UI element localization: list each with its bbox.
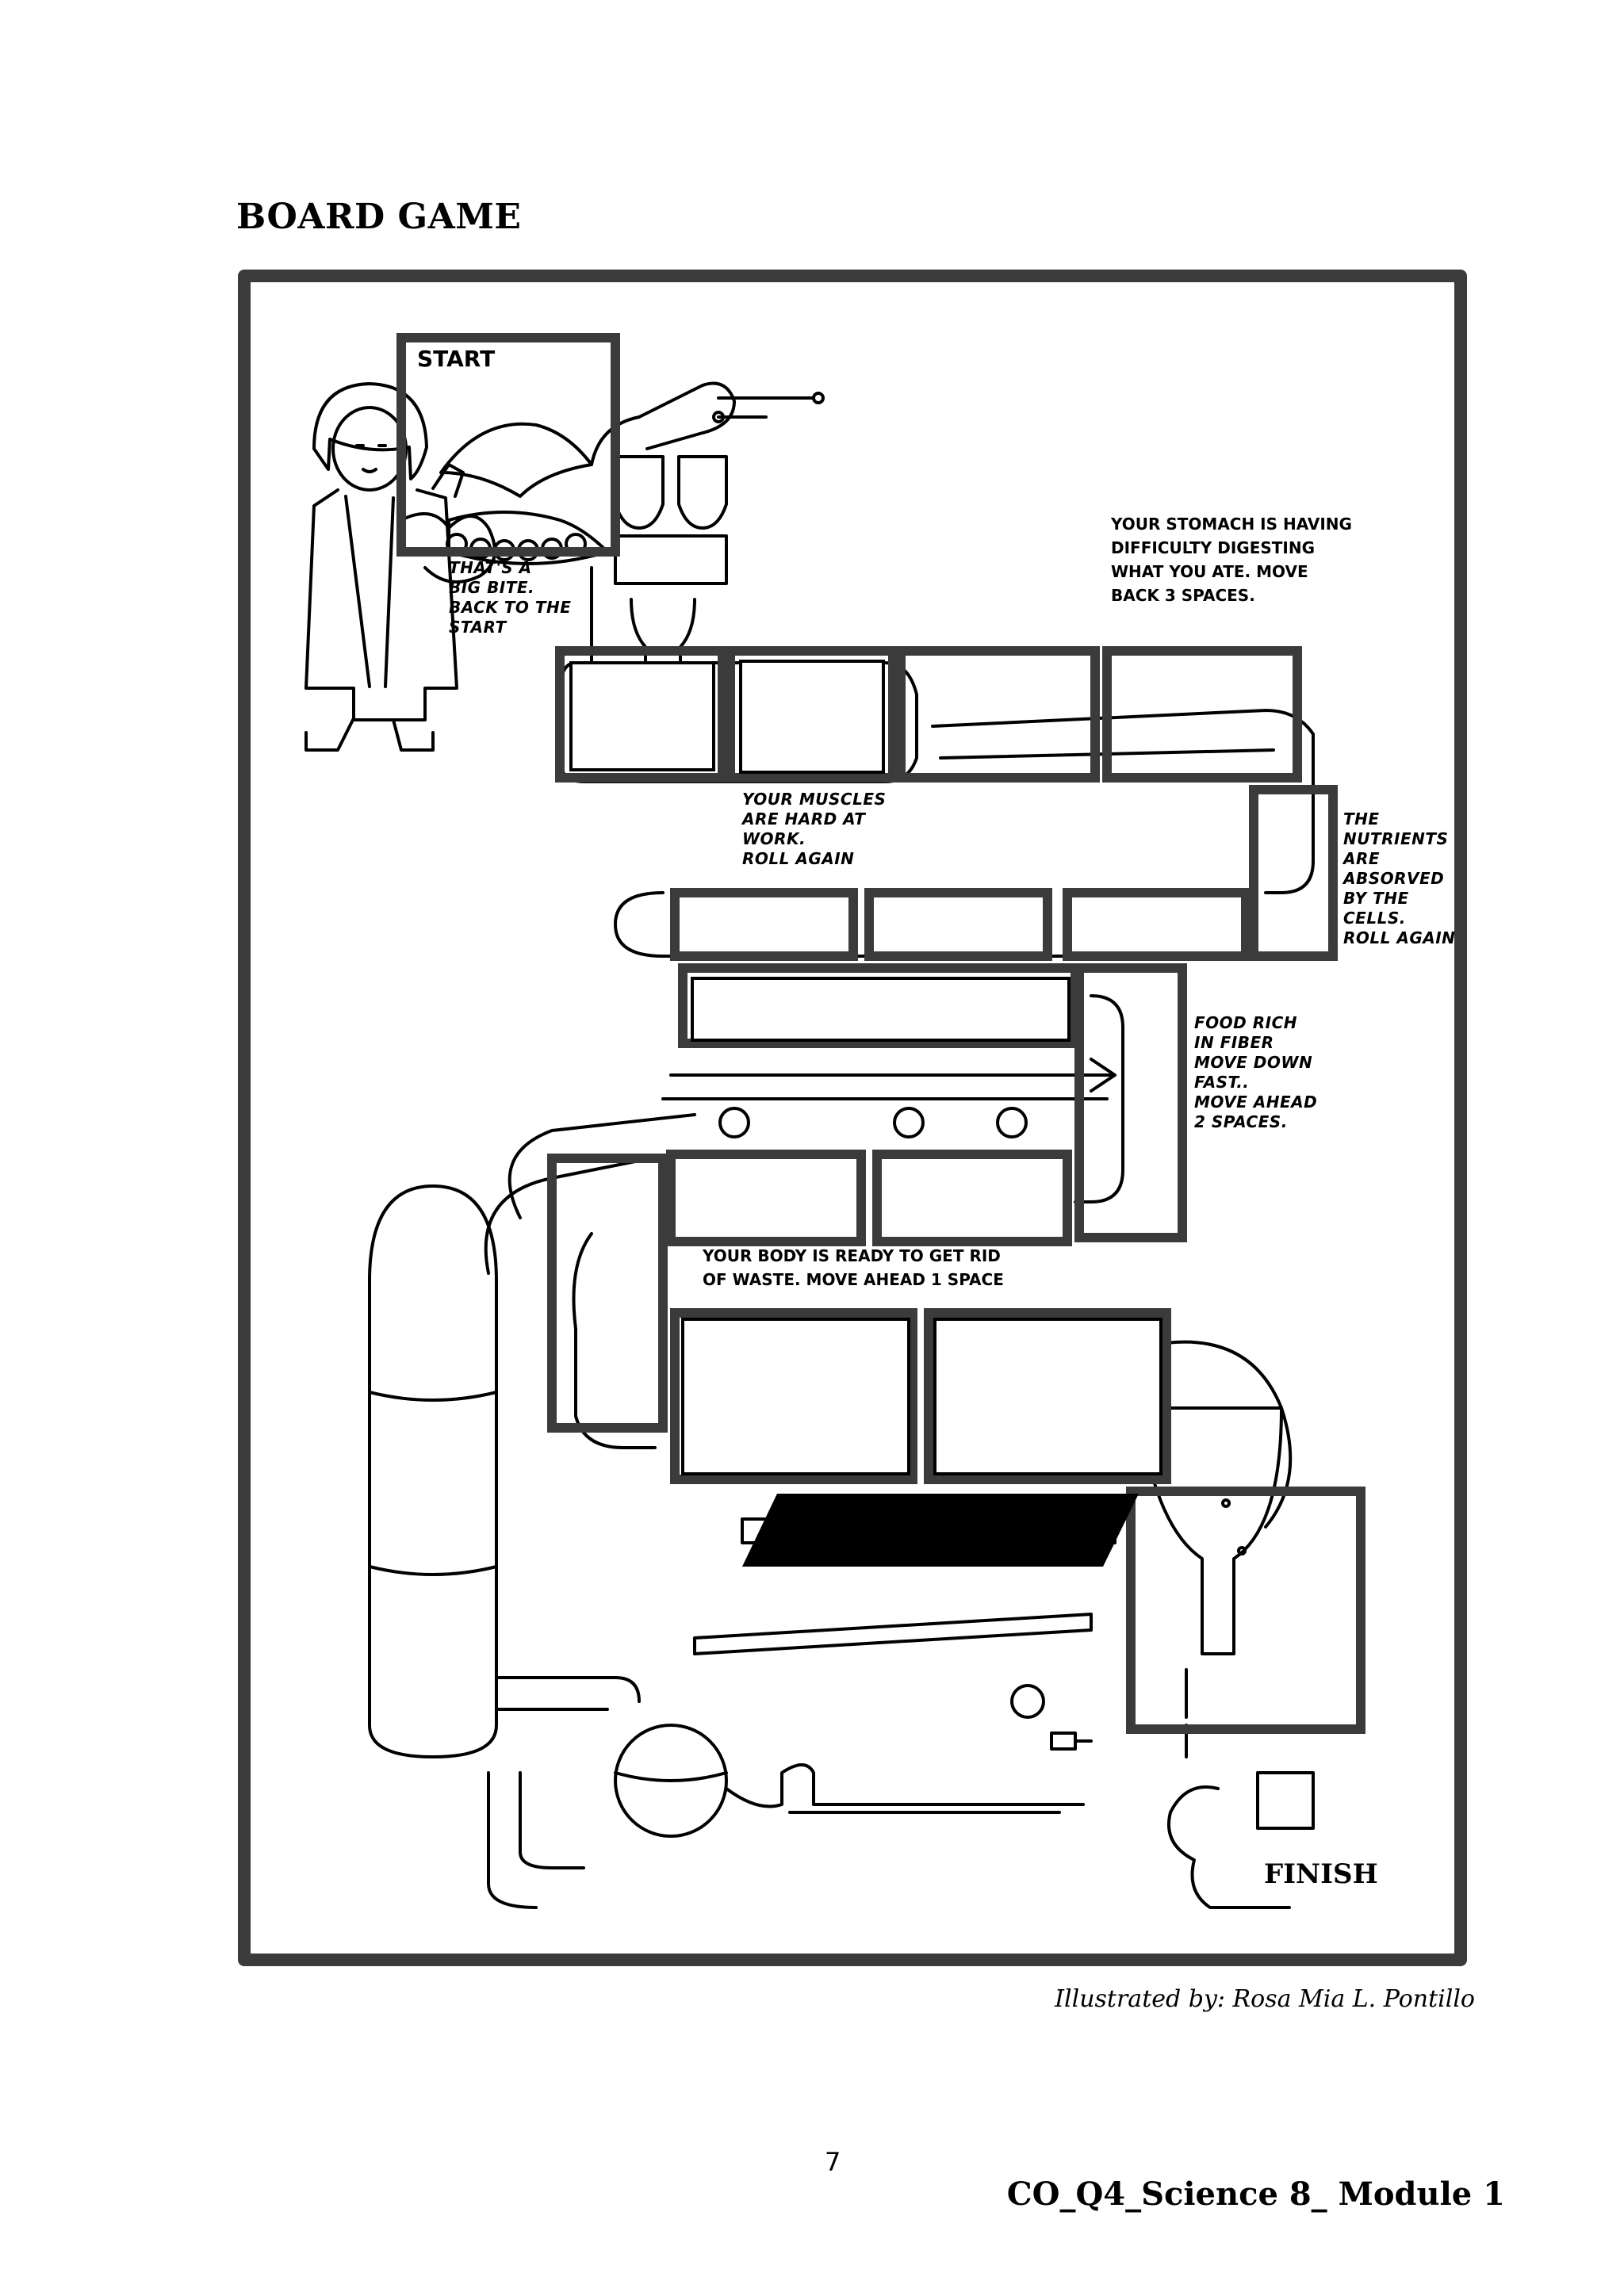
board-space-8 (1063, 888, 1251, 961)
water-line (725, 1763, 1085, 1814)
storage-tank (368, 1184, 498, 1758)
round-flask (614, 1724, 728, 1838)
space-text-muscles: YOUR MUSCLES ARE HARD AT WORK. ROLL AGAI… (742, 790, 887, 868)
board-space-5 (1249, 785, 1338, 961)
blank-space-3 (691, 977, 1071, 1042)
page-number: 7 (825, 2147, 841, 2177)
space-text-stomach: YOUR STOMACH IS HAVING DIFFICULTY DIGEST… (1111, 515, 1352, 605)
space-text-waste: YOUR BODY IS READY TO GET RID OF WASTE. … (703, 1246, 1004, 1289)
slide-tray (693, 1613, 1093, 1655)
board-space-7 (864, 888, 1052, 961)
board-space-1 (555, 646, 727, 783)
lower-pipes (495, 1676, 641, 1711)
space-text-nutrients: THE NUTRIENTS ARE ABSORVED BY THE CELLS.… (1343, 809, 1462, 947)
board-space-15 (924, 1308, 1171, 1484)
start-label: START (417, 346, 496, 372)
board-space-start (396, 333, 620, 557)
board-space-13 (547, 1154, 668, 1433)
space-text-big-bite: THAT'S A BIG BITE. BACK TO THE START (449, 558, 572, 637)
intestine-loop-1 (614, 891, 1093, 958)
illustration-credit: Illustrated by: Rosa Mia L. Pontillo (1055, 1985, 1475, 2013)
board-space-14 (670, 1308, 917, 1484)
small-intestine-tube (931, 709, 1315, 894)
digestive-system-illustration (304, 333, 1365, 1909)
space-text-fiber: FOOD RICH IN FIBER MOVE DOWN FAST.. MOVE… (1194, 1013, 1318, 1131)
board-space-2 (726, 646, 898, 783)
intestine-loop-2 (1074, 994, 1124, 1203)
board-space-11 (666, 1150, 866, 1246)
rectum-pipe (572, 1232, 657, 1449)
blank-space-4 (681, 1318, 910, 1475)
drain-pipes (487, 1771, 585, 1909)
large-pipe (484, 1113, 696, 1275)
black-space (742, 1494, 1139, 1567)
blank-space-5 (933, 1318, 1162, 1475)
teeth-illustration (439, 422, 609, 565)
board-game-frame: START THAT'S A BIG BITE. BACK TO THE STA… (238, 270, 1467, 1966)
colon-arrow (669, 1058, 1116, 1093)
board-space-6 (670, 888, 858, 961)
module-code: CO_Q4_Science 8_ Module 1 (1006, 2175, 1505, 2213)
blank-space-2 (739, 660, 885, 774)
board-space-12 (872, 1150, 1072, 1246)
girl-illustration (304, 382, 496, 752)
page-title: BOARD GAME (236, 197, 522, 237)
board-space-16 (1126, 1487, 1365, 1734)
finish-label: FINISH (1264, 1858, 1378, 1890)
blank-space-1 (569, 661, 715, 771)
board-space-10 (1074, 963, 1187, 1242)
pressure-gauge (1010, 1684, 1045, 1719)
board-space-3 (896, 646, 1100, 783)
board-space-4 (1102, 646, 1302, 783)
toilet (1167, 1668, 1315, 1909)
